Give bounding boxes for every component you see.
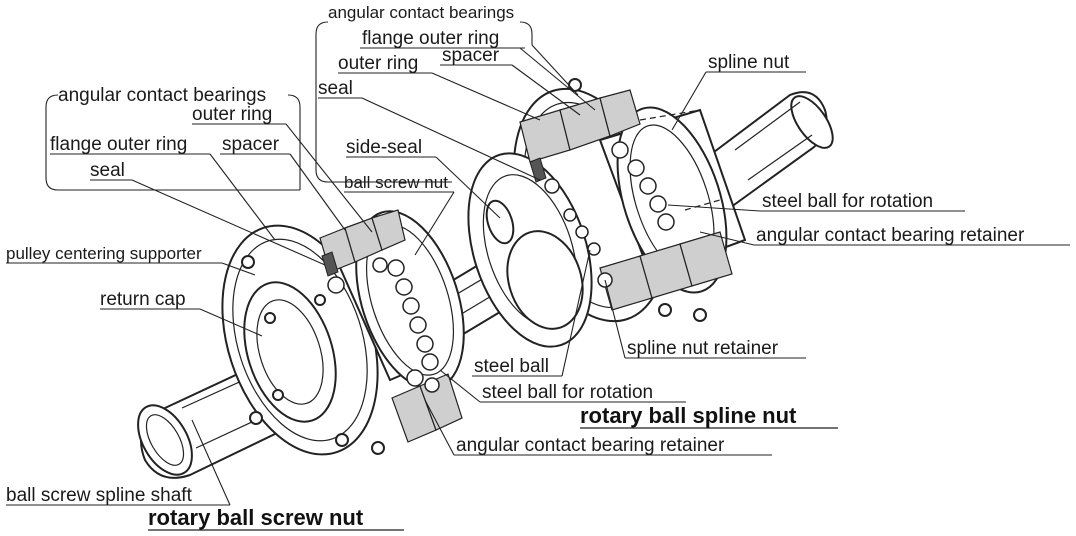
label-flange-outer-ring-right: flange outer ring [362,28,499,49]
left-steel-balls [327,257,440,393]
label-seal-left: seal [90,160,125,181]
leader-lines [6,21,1070,531]
label-steel-ball-for-rotation-left: steel ball for rotation [482,382,653,403]
label-steel-ball: steel ball [474,356,549,377]
label-steel-ball-for-rotation-right: steel ball for rotation [762,191,933,212]
title-rotary-ball-spline-nut: rotary ball spline nut [580,403,797,428]
label-flange-outer-ring-left: flange outer ring [50,134,187,155]
label-spline-nut-retainer: spline nut retainer [627,338,779,359]
label-angular-contact-bearings-left: angular contact bearings [58,85,266,106]
label-ball-screw-spline-shaft: ball screw spline shaft [6,485,193,506]
label-pulley-centering-supporter: pulley centering supporter [6,244,202,263]
label-spacer-right: spacer [442,45,500,66]
right-steel-balls [544,141,675,288]
label-spacer-left: spacer [222,134,280,155]
label-outer-ring-right: outer ring [338,53,418,74]
label-angular-contact-bearing-retainer-left: angular contact bearing retainer [456,435,725,456]
label-spline-nut: spline nut [708,52,790,73]
label-angular-contact-bearing-retainer-right: angular contact bearing retainer [756,225,1025,246]
right-spline-nut-body [467,89,747,348]
label-seal-right: seal [318,78,353,99]
label-angular-contact-bearings-right: angular contact bearings [328,3,514,22]
label-outer-ring-left: outer ring [192,104,272,125]
label-return-cap: return cap [100,289,186,310]
title-rotary-ball-screw-nut: rotary ball screw nut [148,505,364,530]
label-ball-screw-nut: ball screw nut [344,173,448,192]
label-side-seal: side-seal [346,137,422,158]
